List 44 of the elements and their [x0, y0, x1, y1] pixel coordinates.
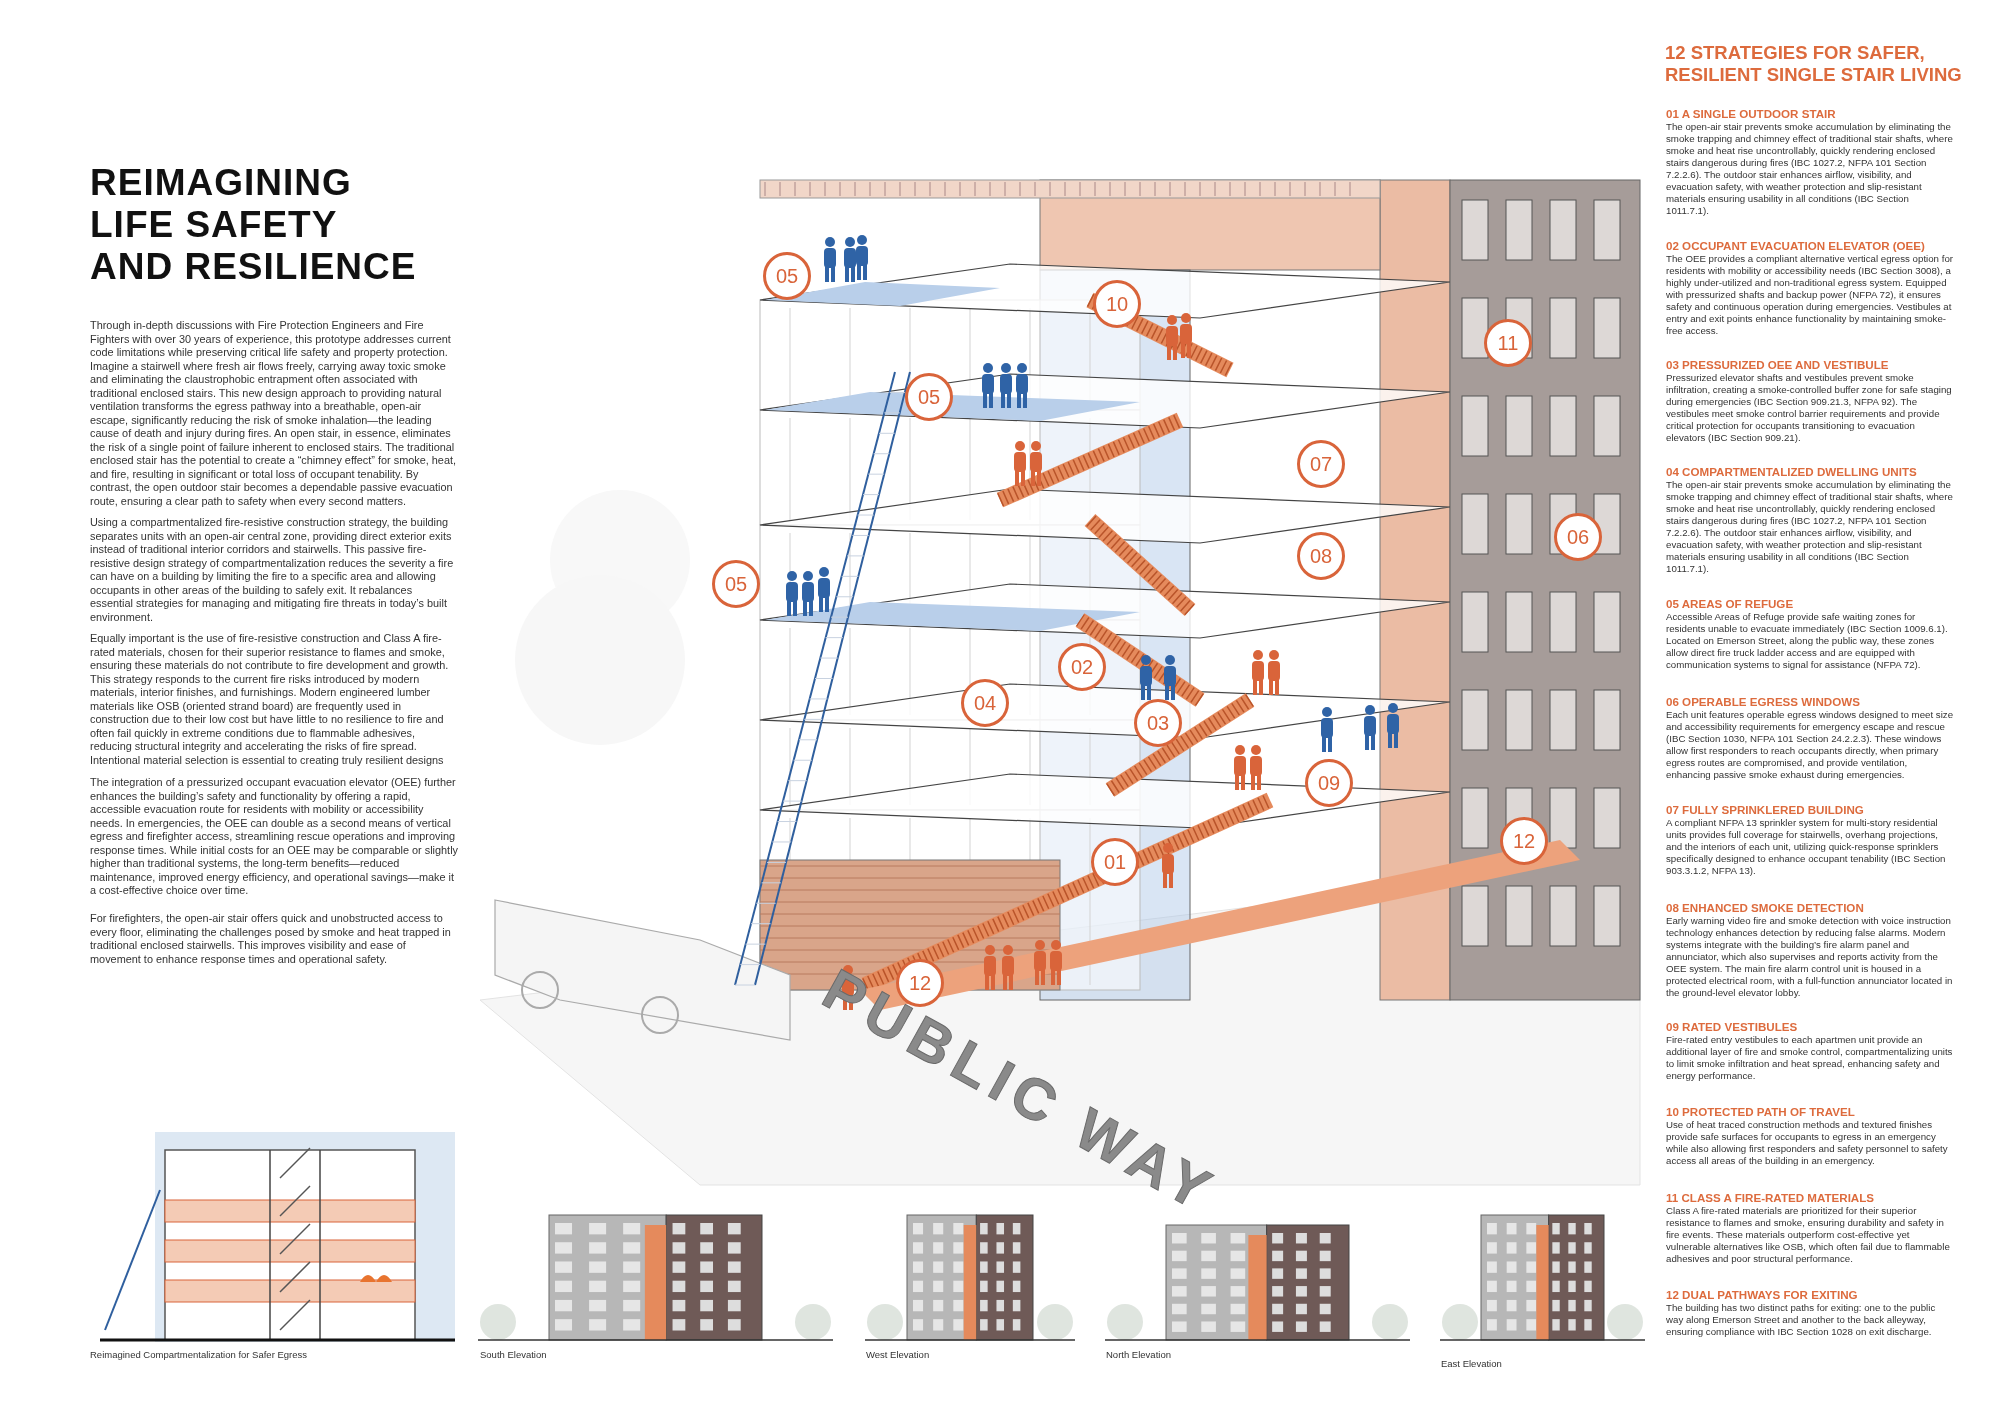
- callout-number: 05: [763, 252, 811, 300]
- strategy-heading: 07 FULLY SPRINKLERED BUILDING: [1666, 803, 1864, 816]
- strategy-heading: 09 RATED VESTIBULES: [1666, 1020, 1798, 1033]
- strategy-description: Early warning video fire and smoke detection with voice instruction technology enhances detection by reducing false alarms. Modern systems integrate with the building’s fire alarm panel and annunciator, which also supervises and reports activity from the OEE system. The main fire alarm control unit is housed in a protected electrical room, with a full-function annunciator located in the ground-level elevator lobby.: [1666, 915, 1954, 999]
- strategy-heading: 04 COMPARTMENTALIZED DWELLING UNITS: [1666, 465, 1917, 478]
- strategy-heading: 03 PRESSURIZED OEE AND VESTIBULE: [1666, 358, 1889, 371]
- drawing-caption: Reimagined Compartmentalization for Safer Egress: [90, 1349, 307, 1360]
- strategy-description: Fire-rated entry vestibules to each apartmen unit provide an additional layer of fire and smoke control, compartmentalizing units to limit smoke infiltration and heat spread, enhancing safety and energy performance.: [1666, 1034, 1954, 1082]
- callout-number: 01: [1091, 838, 1139, 886]
- body-paragraph: The integration of a pressurized occupant evacuation elevator (OEE) further enhances the building’s safety and functionality by offering a rapid, accessible evacuation route for residents with mobility or accessibility needs. In emergencies, the OEE can double as a second means of vertical egress and firefighter access, streamlining rescue operations and improving response times. While initial costs for an OEE may be comparable or slightly higher than traditional systems, the long-term benefits—reduced maintenance, improved energy efficiency, and operational savings—make it a cost-effective choice over time.: [90, 776, 458, 898]
- strategy-description: The open-air stair prevents smoke accumulation by eliminating the smoke trapping and chimney effect of traditional stair shafts, where smoke and heat rise uncontrollably, quickly rendering enclosed stairs dangerous during fires (IBC 1027.2, NFPA 101 Section 7.2.2.6). The outdoor stair enhances airflow, visibility, and evacuation safety, with weather protection and slip-resistant materials ensuring usability in all conditions (IBC Section 1011.7.1).: [1666, 121, 1954, 217]
- strategy-heading: 10 PROTECTED PATH OF TRAVEL: [1666, 1105, 1855, 1118]
- section-heading: 12 STRATEGIES FOR SAFER, RESILIENT SINGLE STAIR LIVING: [1665, 42, 1963, 86]
- strategy-description: Pressurized elevator shafts and vestibules prevent smoke infiltration, creating a smoke-controlled buffer zone for safe staging during emergencies (IBC Section 909.21.3, NFPA 92). The vestibules meet smoke control barrier requirements and provide critical protection for occupants transitioning to evacuation elevators (IBC Section 909.21).: [1666, 372, 1953, 444]
- strategy-heading: 08 ENHANCED SMOKE DETECTION: [1666, 901, 1864, 914]
- body-paragraph: Through in-depth discussions with Fire Protection Engineers and Fire Fighters with over 30 years of experience, this prototype addresses current code limitations while preserving critical life safety and property protection. Imagine a stairwell where fresh air flows freely, carrying away toxic smoke and eliminating the claustrophobic entrapment often associated with traditional enclosed stairs. This new design approach to providing natural ventilation transforms the egress pathway into a breathable, open-air escape, significantly reducing the risk of smoke inhalation—the leading cause of death and injury during fires. An open stair, in essence, eliminates the risk of a single point of failure inherent to enclosed stairs. The traditional enclosed stair has the potential to create a “chimney effect” for smoke, heat, and fire, resulting in significant or total loss of occupant tenability. By contrast, the open outdoor stair becomes a dependable passive evacuation route, ensuring a clear path to safety when every second matters.: [90, 319, 458, 508]
- body-paragraph: Equally important is the use of fire-resistive construction and Class A fire-rated materials, chosen for their superior resistance to flames and smoke, ensuring these materials do not contribute to fire development and growth. This strategy responds to the current fire risks introduced by modern materials, interior finishes, and furnishings. Modern engineered lumber materials like OSB (oriented strand board) are frequently used in construction due to their low cost but have little to no resilience to fire and often fail quickly in extreme conditions due to flammable adhesives, reducing structural integrity and accelerating the risks of fire spread. Intentional material selection is essential to creating truly resilient designs: [90, 632, 450, 767]
- callout-number: 09: [1305, 759, 1353, 807]
- strategy-heading: 05 AREAS OF REFUGE: [1666, 597, 1794, 610]
- strategy-description: The open-air stair prevents smoke accumulation by eliminating the smoke trapping and chimney effect of traditional stair shafts, where smoke and heat rise uncontrollably, quickly rendering enclosed stairs dangerous during fires (IBC 1027.2, NFPA 101 Section 7.2.2.6). The outdoor stair enhances airflow, visibility, and evacuation safety, with weather protection and slip-resistant materials ensuring usability in all conditions (IBC Section 1011.7.1).: [1666, 479, 1954, 575]
- strategy-description: The building has two distinct paths for exiting: one to the public way along Emerson Street and another to the back alleyway, ensuring compliance with IBC Section 1028 on exit discharge.: [1666, 1302, 1937, 1338]
- strategy-description: Use of heat traced construction methods and textured finishes provide safe surfaces for occupants to egress in an emergency while also allowing first responders and safety personnel to safety access all areas of the building in an emergency.: [1666, 1119, 1949, 1167]
- poster-title: REIMAGINING LIFE SAFETY AND RESILIENCE: [90, 162, 418, 288]
- strategy-description: Each unit features operable egress windows designed to meet size and accessibility requirements for emergency escape and rescue (IBC Section 1030, NFPA 101 Section 24.2.2.3). These windows allow first responders to reach occupants directly, when primary egress routes are compromised, and provide ventilation, enhancing passive smoke exhaust during emergencies.: [1666, 709, 1954, 781]
- drawing-caption: West Elevation: [866, 1349, 930, 1360]
- strategy-heading: 11 CLASS A FIRE-RATED MATERIALS: [1666, 1191, 1875, 1204]
- callout-number: 05: [712, 560, 760, 608]
- callout-number: 02: [1058, 643, 1106, 691]
- callout-number: 05: [905, 373, 953, 421]
- strategy-heading: 01 A SINGLE OUTDOOR STAIR: [1666, 107, 1836, 120]
- strategy-heading: 06 OPERABLE EGRESS WINDOWS: [1666, 695, 1860, 708]
- body-paragraph: For firefighters, the open-air stair offers quick and unobstructed access to every floor, eliminating the challenges posed by smoke and heat trapped in traditional enclosed stairwells. This improves visibility and ease of movement to enhance response times and operational safety.: [90, 912, 452, 966]
- strategy-description: Accessible Areas of Refuge provide safe waiting zones for residents unable to evacuate immediately (IBC Section 1009.6.1). Located on Emerson Street, along the public way, these zones allow direct fire truck ladder access and are equipped with communication systems to signal for assistance (NFPA 72).: [1666, 611, 1949, 671]
- strategy-description: The OEE provides a compliant alternative vertical egress option for residents with mobility or accessibility needs (IBC Section 3008), a highly under-utilized and non-traditional egress system. Equipped with pressurized shafts and backup power (NFPA 72), it ensures safety and continuous operation during emergencies. Vestibules at entry and exit points enhance functionality by maintaining smoke-free access.: [1666, 253, 1954, 337]
- strategy-description: Class A fire-rated materials are prioritized for their superior resistance to flames and smoke, ensuring durability and safety in fire events. These materials outperform cost-effective yet vulnerable alternatives like OSB, which often fail due to flammable adhesives and poor structural performance.: [1666, 1205, 1951, 1265]
- drawing-caption: East Elevation: [1441, 1358, 1502, 1369]
- callout-number: 08: [1297, 532, 1345, 580]
- body-paragraph: Using a compartmentalized fire-resistive construction strategy, the building separates units with an open-air central zone, providing direct exterior exits instead of traditional interior corridors and stairwells. This passive fire-resistive design strategy of compartmentalization reduces the severity a fire can have on a building by limiting the fire to a specific area and allowing occupants in other areas of the building to safely exit. It rebalances essential strategies for managing and mitigating fire threats in today’s built environment.: [90, 516, 455, 624]
- drawing-caption: North Elevation: [1106, 1349, 1171, 1360]
- strategy-description: A compliant NFPA 13 sprinkler system for multi-story residential units provides full coverage for stairwells, overhang projections, and the interiors of each unit, utilizing quick-response sprinklers specifically designed to enhance occupant tenability (IBC Section 903.3.1.2, NFPA 13).: [1666, 817, 1947, 877]
- strategy-heading: 12 DUAL PATHWAYS FOR EXITING: [1666, 1288, 1858, 1301]
- strategy-heading: 02 OCCUPANT EVACUATION ELEVATOR (OEE): [1666, 239, 1925, 252]
- callout-number: 07: [1297, 440, 1345, 488]
- drawing-caption: South Elevation: [480, 1349, 547, 1360]
